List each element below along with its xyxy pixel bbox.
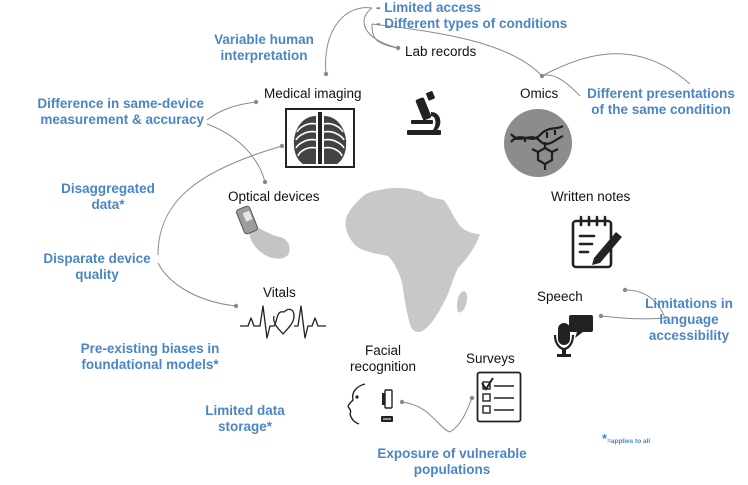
connector-disparate-imaging [157, 145, 283, 256]
challenge-disparate-line-2: quality [75, 267, 119, 282]
challenge-disparate-quality: Disparate device quality [30, 251, 164, 283]
challenge-limited-storage: Limited data storage* [190, 403, 300, 435]
challenge-different-presentations: Different presentations of the same cond… [576, 86, 746, 118]
label-speech: Speech [537, 289, 583, 304]
label-written-notes: Written notes [551, 189, 631, 204]
notepad-pencil-icon [571, 215, 622, 269]
challenge-same-device-line-2: measurement & accuracy [40, 112, 204, 127]
connector-conditions-omics [371, 23, 543, 77]
pulse-oximeter-icon [236, 205, 290, 259]
heartbeat-icon [240, 305, 326, 339]
challenge-presentations-line-1: Different presentations [587, 86, 735, 101]
microphone-chat-icon [553, 315, 593, 357]
challenge-preexisting-biases: Pre-existing biases in foundational mode… [62, 341, 238, 373]
connector-language-speech [624, 289, 666, 319]
challenge-disparate-line-1: Disparate device [43, 251, 151, 266]
challenge-language-line-1: Limitations in [645, 296, 733, 311]
challenge-biases-line-1: Pre-existing biases in [80, 341, 220, 356]
connector-access-imaging [325, 7, 373, 75]
challenge-language-line-2: language [659, 312, 719, 327]
challenge-vulnerable-populations: Exposure of vulnerable populations [360, 446, 544, 478]
challenge-presentations-line-2: of the same condition [591, 102, 731, 117]
challenge-limited-access: - Limited access [376, 0, 482, 15]
challenge-variable-line-1: Variable human [214, 32, 314, 47]
label-facial-line-1: Facial [364, 343, 401, 358]
label-facial-recognition: Facial recognition [346, 343, 420, 375]
connector-presentations-omics [541, 74, 581, 97]
challenge-same-device: Difference in same-device measurement & … [10, 96, 204, 128]
connector-vulnerable-face [401, 401, 451, 433]
connector-vulnerable-surveys [449, 397, 473, 433]
challenge-vulnerable-line-1: Exposure of vulnerable [377, 446, 527, 461]
connector-language-notes [600, 315, 666, 320]
challenge-disaggregated-data: Disaggregated data* [48, 181, 168, 213]
challenge-biases-line-2: foundational models* [81, 357, 219, 372]
label-optical-devices: Optical devices [228, 189, 320, 204]
challenge-language-line-3: accessibility [648, 328, 730, 343]
challenge-storage-line-1: Limited data [205, 403, 285, 418]
connector-disparate-vitals [157, 262, 237, 307]
connector-conditions-lab [371, 23, 399, 49]
connector-access-lab [363, 7, 399, 49]
challenge-same-device-line-1: Difference in same-device [37, 96, 204, 111]
connector-samedevice-imaging [206, 101, 257, 121]
footnote: *=applies to all [602, 430, 650, 448]
label-lab-records: Lab records [405, 44, 477, 59]
checklist-icon [476, 371, 522, 423]
challenge-language-accessibility: Limitations in language accessibility [634, 296, 744, 344]
challenge-disaggregated-line-1: Disaggregated [61, 181, 155, 196]
label-vitals: Vitals [263, 285, 296, 300]
face-scan-icon [347, 383, 393, 425]
challenge-different-conditions: - Different types of conditions [376, 16, 568, 31]
challenge-storage-line-2: storage* [217, 419, 273, 434]
connector-samedevice-optical [206, 123, 266, 183]
label-omics: Omics [520, 86, 559, 101]
challenge-variable-interpretation: Variable human interpretation [194, 32, 334, 64]
connector-presentations-omics-wide [541, 53, 691, 85]
chest-xray-icon [285, 108, 355, 168]
microscope-icon [407, 91, 441, 135]
challenge-variable-line-2: interpretation [220, 48, 308, 63]
footnote-text: =applies to all [607, 438, 651, 445]
footnote-star: * [602, 431, 608, 446]
africa-map-icon [345, 187, 480, 332]
dna-molecule-icon [504, 109, 572, 177]
label-surveys: Surveys [466, 351, 515, 366]
label-facial-line-2: recognition [349, 359, 417, 374]
challenge-vulnerable-line-2: populations [413, 462, 491, 477]
challenge-disaggregated-line-2: data* [91, 197, 125, 212]
label-medical-imaging: Medical imaging [264, 86, 362, 101]
